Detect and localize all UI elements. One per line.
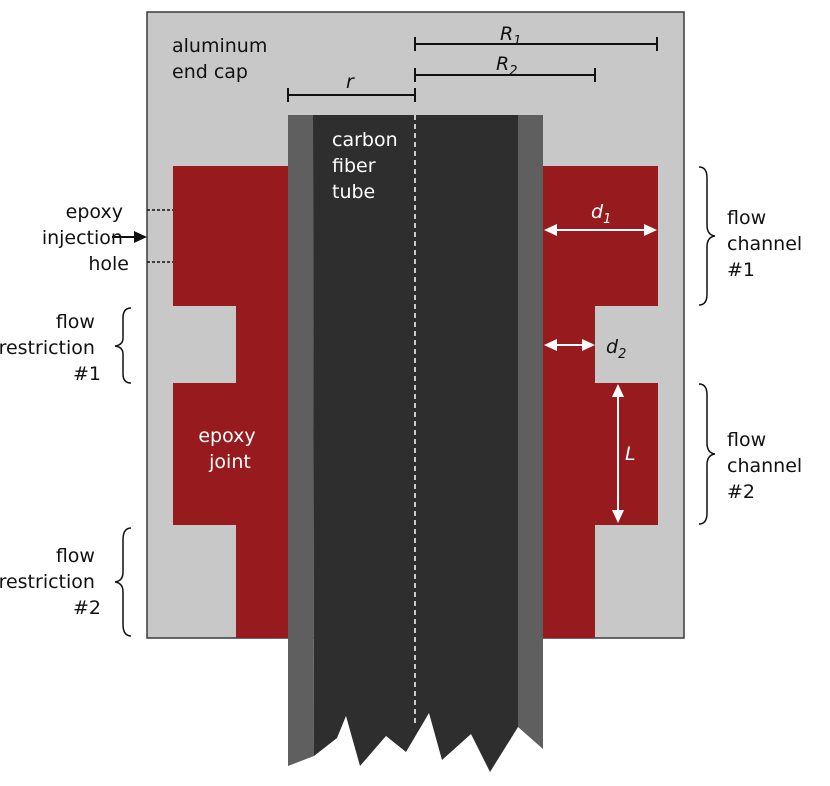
brace-flow-restriction-2 [114, 527, 132, 637]
label-flow-restriction-2: flow restriction #2 [0, 545, 101, 619]
dimension-R1 [414, 37, 658, 51]
label-r: r [346, 71, 355, 93]
label-flow-restriction-1: flow restriction #1 [0, 311, 101, 385]
dimension-d2-arrow [544, 339, 595, 351]
label-carbon-fiber-tube: carbon fiber tube [332, 129, 404, 203]
tube-wall-right [518, 115, 543, 749]
injection-hole-lines [147, 209, 173, 263]
dimension-L-arrow [612, 384, 624, 523]
label-d1: d1 [591, 201, 611, 227]
label-flow-channel-2: flow channel #2 [727, 429, 808, 503]
dimension-r [287, 88, 416, 102]
label-L: L [625, 443, 636, 465]
brace-flow-channel-1 [698, 166, 716, 306]
epoxy-joint-region [173, 166, 658, 638]
label-R1: R1 [500, 23, 521, 49]
label-d2: d2 [606, 336, 626, 362]
tube-wall-left [288, 115, 314, 766]
label-aluminum-end-cap: aluminum end cap [172, 35, 273, 83]
injection-arrow [112, 231, 147, 243]
label-epoxy-joint: epoxy joint [198, 425, 261, 473]
brace-flow-channel-2 [698, 383, 716, 525]
label-flow-channel-1: flow channel #1 [727, 207, 808, 281]
label-R2: R2 [496, 53, 517, 79]
brace-flow-restriction-1 [114, 307, 132, 384]
dimension-d1-arrow [544, 224, 657, 236]
dimension-R2 [414, 68, 596, 82]
label-epoxy-injection-hole: epoxy injection hole [42, 201, 129, 275]
